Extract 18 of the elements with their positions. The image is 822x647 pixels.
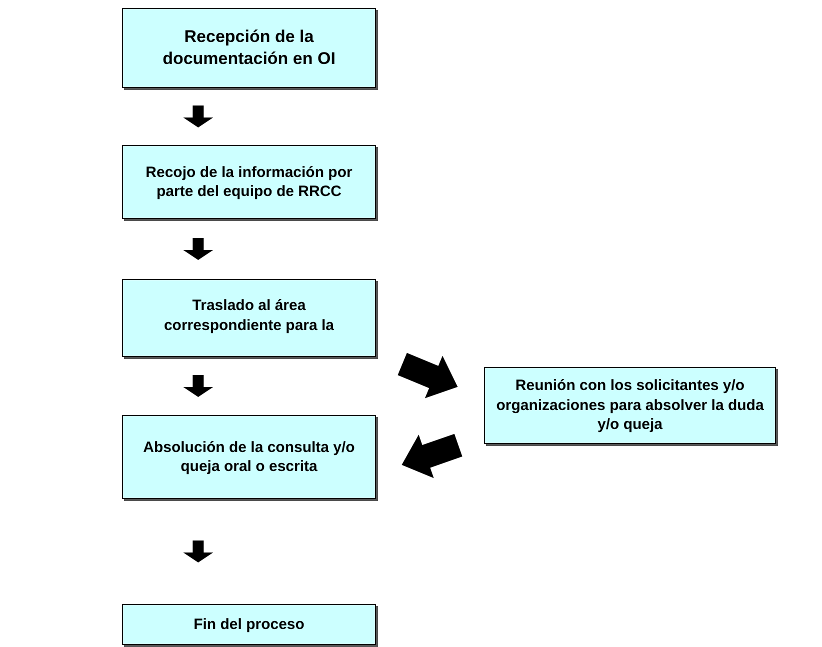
end-box	[122, 604, 376, 645]
block-arrow	[183, 375, 214, 397]
process-box	[484, 367, 776, 444]
step-text: Recojo de la información por parte del equipo de RRCC	[144, 162, 354, 202]
start-box	[122, 8, 376, 88]
process-box	[122, 415, 376, 499]
step-text: Traslado al área correspondiente para la	[162, 296, 336, 335]
block-arrow	[398, 352, 458, 398]
block-arrow	[402, 434, 462, 478]
step-text: Reunión con los solicitantes y/o organizaciones para absolver la duda y/o queja	[495, 376, 765, 435]
process-box	[122, 145, 376, 219]
block-arrow	[183, 106, 214, 128]
step-text: Absolución de la consulta y/o queja oral o escrita	[142, 438, 356, 476]
block-arrow	[183, 238, 214, 260]
step-text: Fin del proceso	[194, 614, 304, 634]
process-box	[122, 279, 376, 357]
block-arrow	[183, 540, 214, 562]
step-text: Recepción de la documentación en OI	[162, 26, 336, 70]
